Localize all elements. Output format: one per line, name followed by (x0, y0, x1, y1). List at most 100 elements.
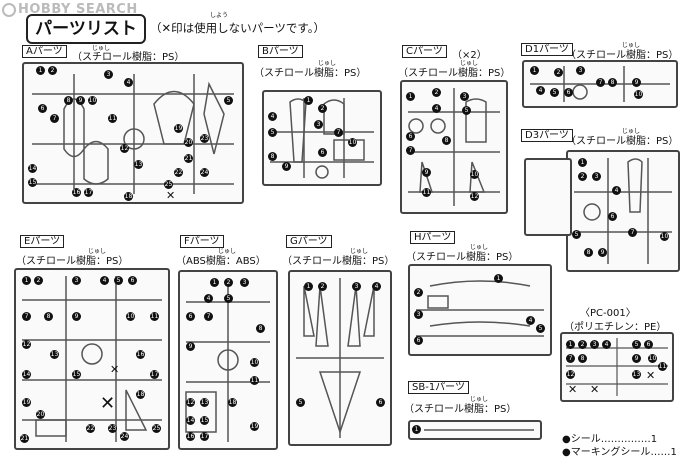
part-number: 1 (566, 340, 575, 349)
part-number: 8 (256, 324, 265, 333)
unused-part-mark-icon: ✕ (646, 369, 656, 382)
sprue-f-frame: 1 2 3 4 5 6 7 8 9 10 11 12 13 14 15 16 1… (178, 270, 278, 450)
part-number: 4 (204, 294, 213, 303)
part-number: 4 (124, 78, 133, 87)
part-number: 14 (186, 416, 195, 425)
part-number: 6 (406, 132, 415, 141)
part-number: 23 (200, 134, 209, 143)
part-number: 24 (200, 168, 209, 177)
sprue-g-label: Gパーツ (286, 235, 332, 248)
part-number: 5 (224, 96, 233, 105)
part-number: 1 (36, 66, 45, 75)
part-number: 5 (268, 128, 277, 137)
part-number: 5 (572, 230, 581, 239)
sprue-b-material: （スチロール樹脂：PS） (254, 68, 367, 79)
part-number: 2 (578, 172, 587, 181)
part-number: 10 (470, 170, 479, 179)
part-number: 13 (50, 350, 59, 359)
part-number: 8 (64, 96, 73, 105)
part-number: 2 (224, 278, 233, 287)
sprue-sb1-label: SB-1パーツ (408, 381, 469, 394)
part-number: 8 (268, 152, 277, 161)
sprue-d3-side-frame (524, 158, 572, 236)
sprue-b-ruby: じゅし (318, 60, 337, 67)
part-number: 1 (22, 276, 31, 285)
sprue-a-label: Aパーツ (22, 45, 67, 58)
part-number: 9 (282, 162, 291, 171)
part-number: 25 (164, 180, 173, 189)
sprue-h-material: （スチロール樹脂：PS） (406, 252, 519, 263)
unused-part-mark-icon: ✕ (166, 189, 176, 202)
unused-part-mark-icon: ✕ (100, 393, 116, 414)
part-number: 13 (134, 160, 143, 169)
part-number: 10 (634, 90, 643, 99)
part-number: 18 (124, 192, 133, 201)
part-number: 15 (28, 178, 37, 187)
part-number: 7 (22, 312, 31, 321)
watermark-logo-icon (2, 2, 16, 17)
part-number: 7 (628, 228, 637, 237)
part-number: 22 (86, 424, 95, 433)
part-number: 10 (348, 138, 357, 147)
sprue-e-frame: 1 2 3 4 5 6 7 8 9 10 11 12 13 14 15 16 1… (14, 268, 170, 450)
part-number: 5 (462, 106, 471, 115)
part-number: 4 (432, 104, 441, 113)
part-number: 4 (100, 276, 109, 285)
sprue-sb1-ruby: じゅし (470, 396, 489, 403)
part-number: 24 (120, 432, 129, 441)
part-number: 1 (578, 158, 587, 167)
part-number: 12 (470, 192, 479, 201)
sprue-d1-frame: 1 2 3 4 5 6 7 8 9 10 (522, 60, 678, 108)
sprue-c-ruby: じゅし (460, 60, 479, 67)
part-number: 12 (566, 370, 575, 379)
sprue-sb1-frame: 1 (408, 420, 542, 440)
part-number: 2 (414, 288, 423, 297)
part-number: 6 (414, 336, 423, 345)
sprue-g-runners (296, 278, 384, 438)
sprue-e-material: （スチロール樹脂：PS） (16, 256, 129, 267)
sprue-d1-label: D1パーツ (521, 43, 573, 56)
part-number: 3 (314, 120, 323, 129)
part-number: 11 (150, 312, 159, 321)
sprue-b-frame: 1 2 3 4 5 6 7 8 9 10 (262, 90, 382, 186)
part-number: 14 (22, 370, 31, 379)
part-number: 16 (72, 188, 81, 197)
part-number: 6 (186, 312, 195, 321)
part-number: 16 (136, 350, 145, 359)
part-number: 9 (632, 354, 641, 363)
part-number: 3 (104, 70, 113, 79)
part-number: 5 (114, 276, 123, 285)
part-number: 9 (76, 96, 85, 105)
part-number: 20 (36, 410, 45, 419)
part-number: 15 (72, 370, 81, 379)
sprue-sb1-material: （スチロール樹脂：PS） (404, 404, 517, 415)
part-number: 8 (44, 312, 53, 321)
part-number: 3 (590, 340, 599, 349)
part-number: 4 (536, 86, 545, 95)
part-number: 6 (318, 148, 327, 157)
part-number: 11 (658, 362, 667, 371)
part-number: 7 (406, 146, 415, 155)
part-number: 9 (186, 342, 195, 351)
unused-note: （✕印は使用しないパーツです。） (150, 21, 326, 35)
sprue-a-ruby: じゅし (92, 45, 111, 52)
part-number: 11 (250, 376, 259, 385)
part-number: 2 (432, 88, 441, 97)
part-number: 5 (224, 294, 233, 303)
part-number: 3 (460, 92, 469, 101)
part-number: 4 (612, 186, 621, 195)
sprue-sb1-runners (424, 429, 534, 431)
part-number: 1 (494, 274, 503, 283)
part-number: 25 (152, 424, 161, 433)
sprue-h-ruby: じゅし (470, 244, 489, 251)
part-number: 20 (184, 138, 193, 147)
part-number: 3 (240, 278, 249, 287)
part-number: 1 (304, 282, 313, 291)
watermark: HOBBY SEARCH (2, 2, 138, 17)
part-number: 3 (576, 66, 585, 75)
part-number: 9 (422, 168, 431, 177)
part-number: 4 (372, 282, 381, 291)
part-number: 2 (318, 282, 327, 291)
sprue-b-runners (270, 98, 374, 179)
part-number: 8 (584, 248, 593, 257)
